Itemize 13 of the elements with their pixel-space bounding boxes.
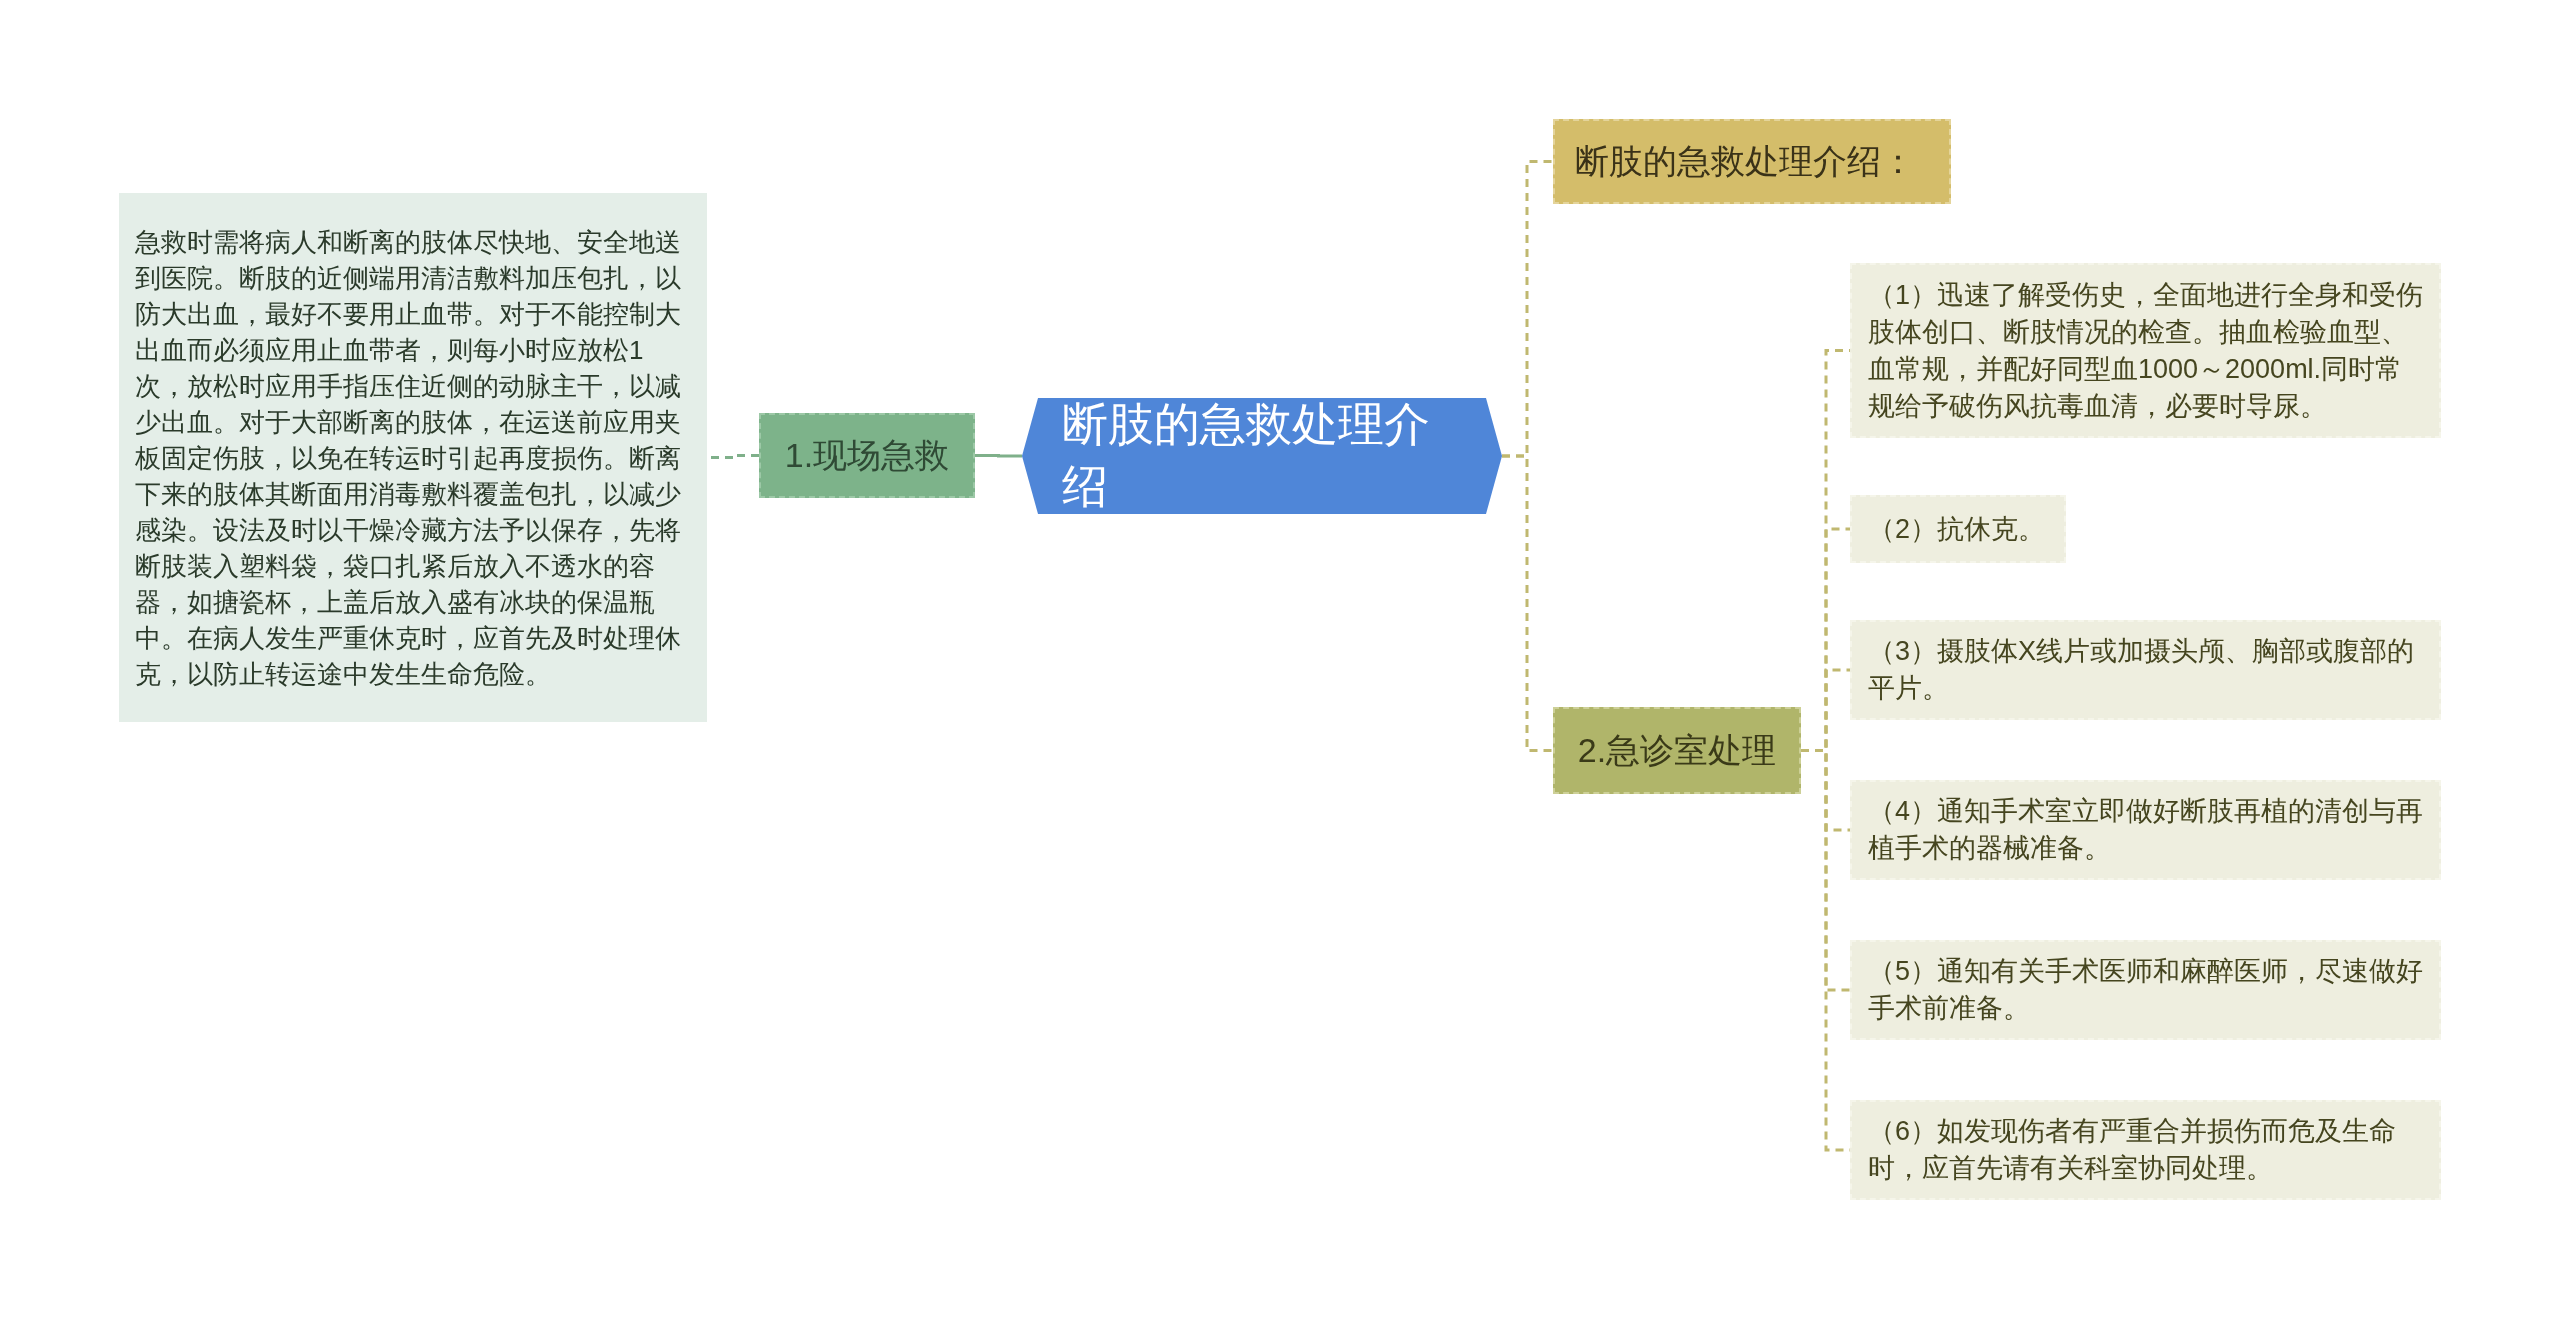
text-box: 急救时需将病人和断离的肢体尽快地、安全地送到医院。断肢的近侧端用清洁敷料加压包扎，以防大出血，最好不要用止血带。对于不能控制大出血而必须应用止血带者，则每小时应放松1次，放松时应用手指压住近侧的动脉主干，以减少出血。对于大部断离的肢体，在运送前应用夹板固定伤肢，以免在转运时引起再度损伤。断离下来的肢体其断面用消毒敷料覆盖包扎，以减少感染。设法及时以干燥冷藏方法予以保存，先将断肢装入塑料袋，袋口扎紧后放入不透水的容器，如搪瓷杯，上盖后放入盛有冰块的保温瓶中。在病人发生严重休克时，应首先及时处理休克，以防止转运途中发生生命危险。	[119, 193, 707, 722]
text-box: （4）通知手术室立即做好断肢再植的清创与再植手术的器械准备。	[1850, 780, 2441, 880]
connector-line	[975, 454, 1022, 458]
topic-box: 2.急诊室处理	[1553, 707, 1801, 794]
connector-line	[1502, 454, 1553, 752]
topic-hexagon: 断肢的急救处理介绍	[1022, 398, 1502, 514]
topic-box: 断肢的急救处理介绍：	[1553, 119, 1951, 204]
topic-box: 1.现场急救	[759, 413, 975, 498]
text-box: （6）如发现伤者有严重合并损伤而危及生命时，应首先请有关科室协同处理。	[1850, 1100, 2441, 1200]
text-box: （3）摄肢体X线片或加摄头颅、胸部或腹部的平片。	[1850, 620, 2441, 720]
text-box: （1）迅速了解受伤史，全面地进行全身和受伤肢体创口、断肢情况的检查。抽血检验血型、血常规，并配好同型血1000～2000ml.同时常规给予破伤风抗毒血清，必要时导尿。	[1850, 263, 2441, 438]
text-box: （5）通知有关手术医师和麻醉医师，尽速做好手术前准备。	[1850, 940, 2441, 1040]
text-box: （2）抗休克。	[1850, 495, 2066, 563]
